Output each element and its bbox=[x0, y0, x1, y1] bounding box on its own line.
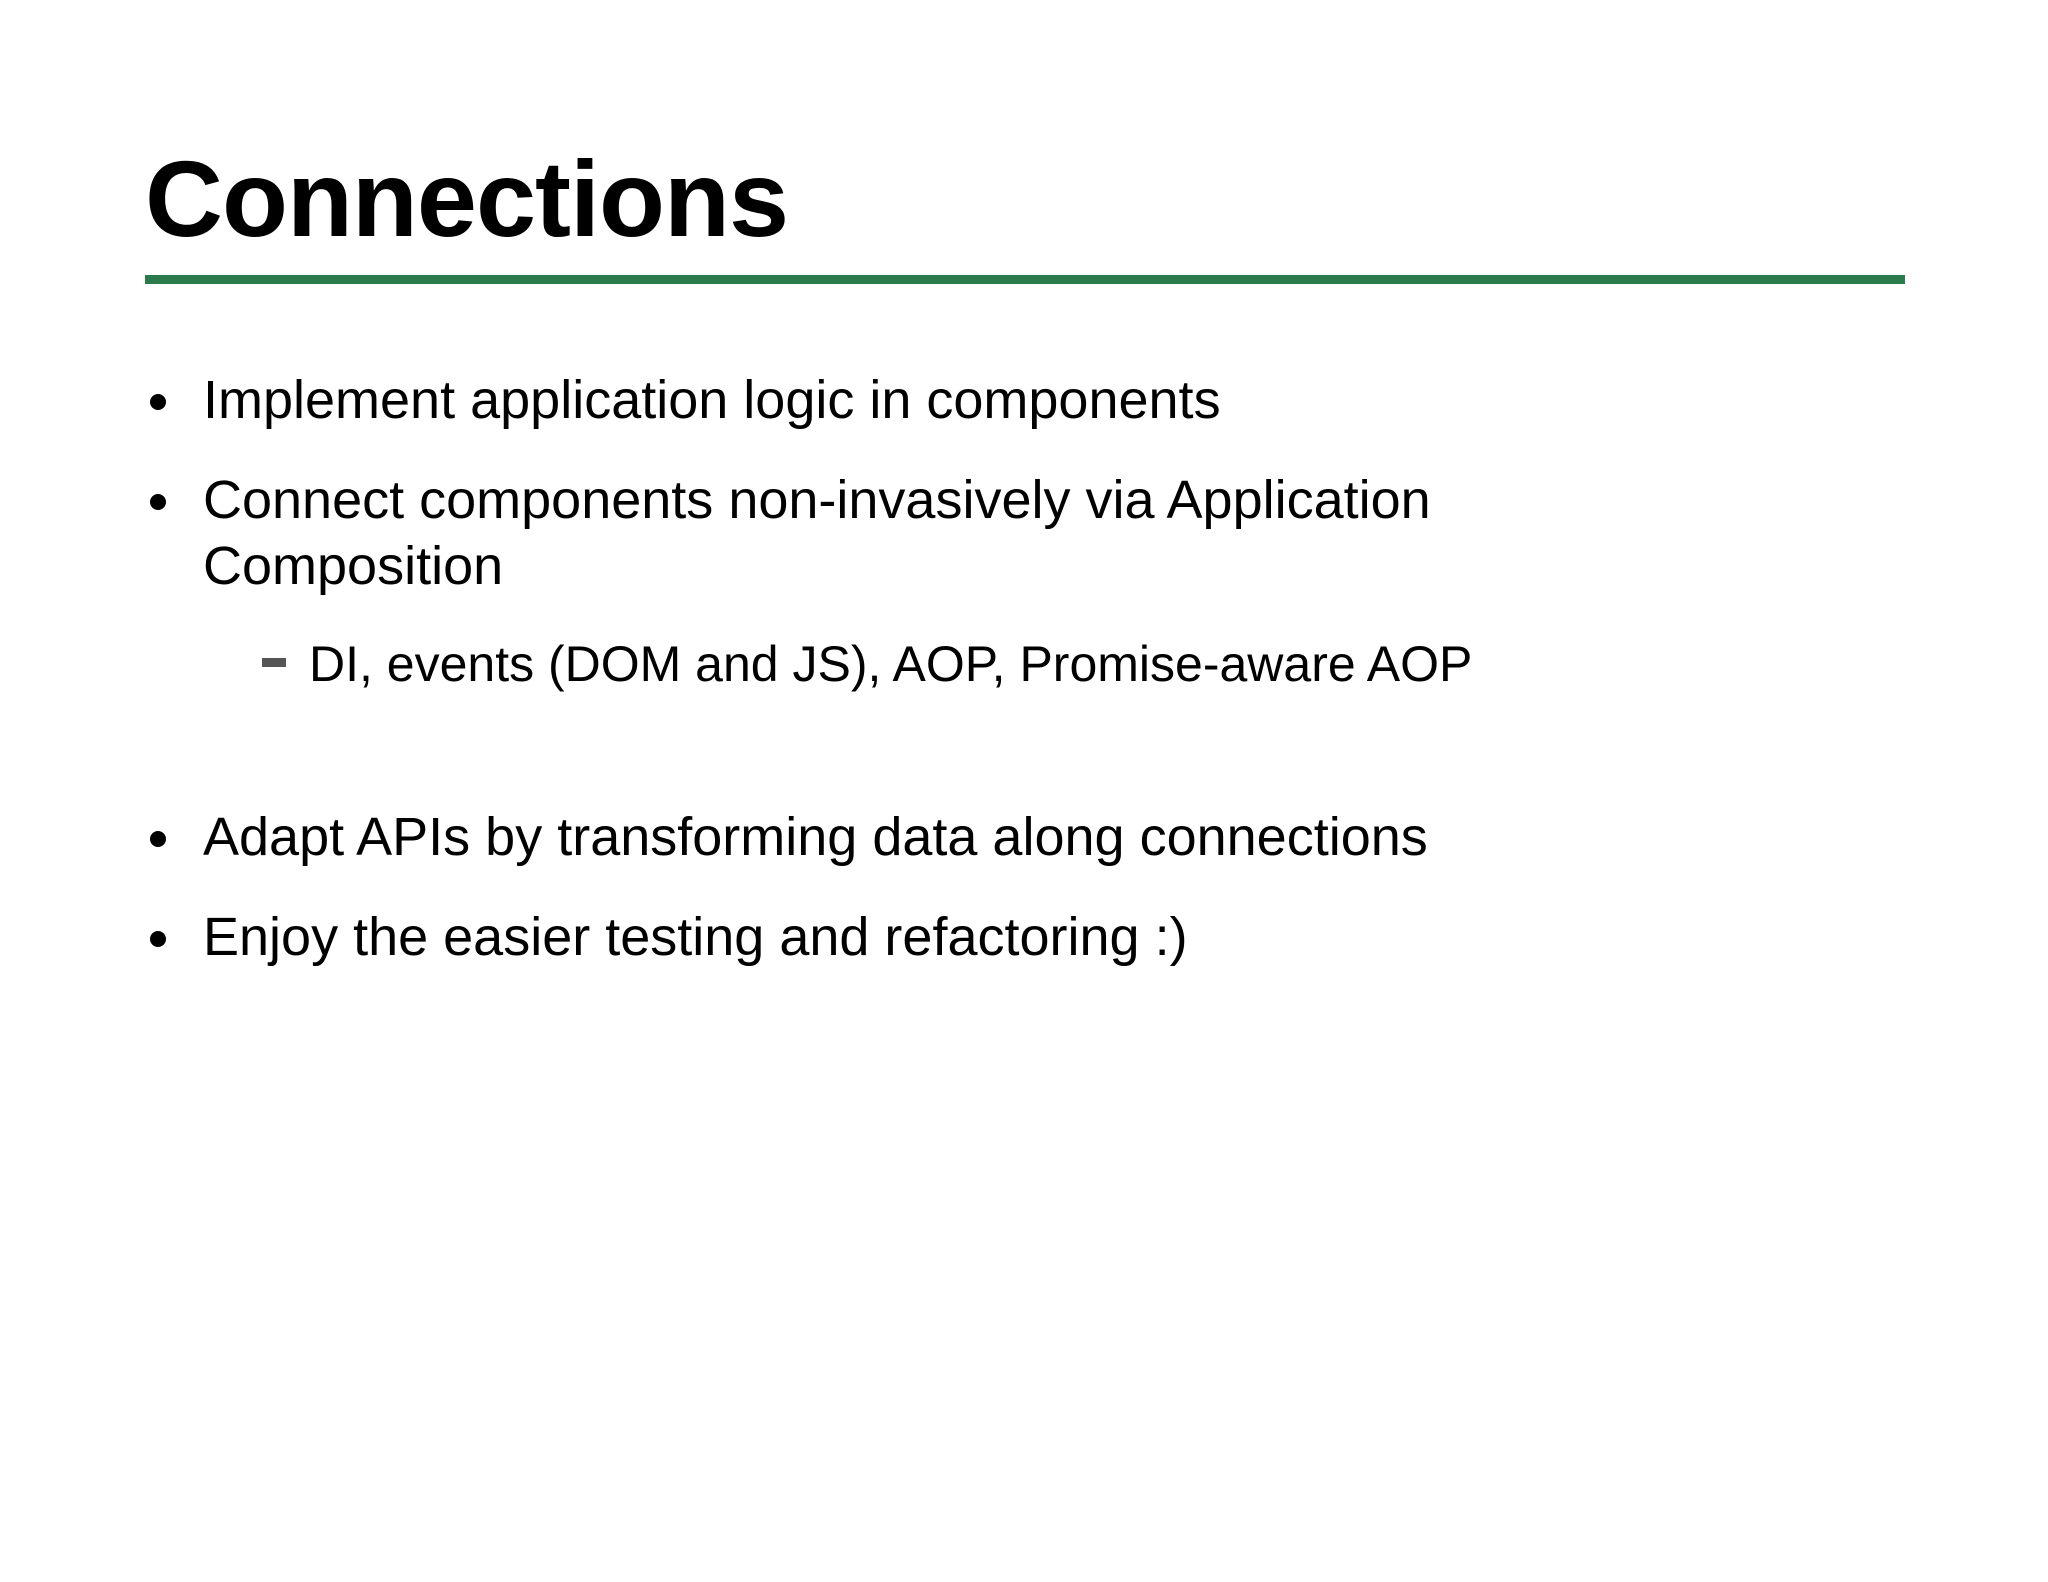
list-item: Adapt APIs by transforming data along co… bbox=[145, 805, 1945, 871]
sub-list-item-label: DI, events (DOM and JS), AOP, Promise-aw… bbox=[309, 635, 1473, 692]
sub-list-item: DI, events (DOM and JS), AOP, Promise-aw… bbox=[145, 634, 1945, 695]
list-item-label: Connect components non-invasively via Ap… bbox=[203, 469, 1431, 596]
page-title: Connections bbox=[145, 138, 789, 259]
list-item: Implement application logic in component… bbox=[145, 368, 1945, 434]
list-item: Connect components non-invasively via Ap… bbox=[145, 468, 1945, 600]
dash-bullet-icon bbox=[257, 634, 309, 672]
disc-bullet-icon bbox=[145, 468, 203, 515]
slide-header: Connections bbox=[145, 145, 1905, 284]
list-spacer bbox=[145, 729, 1945, 805]
slide-body: Implement application logic in component… bbox=[145, 368, 1945, 1004]
disc-bullet-icon bbox=[145, 905, 203, 952]
list-item-label: Adapt APIs by transforming data along co… bbox=[203, 806, 1428, 867]
disc-bullet-icon bbox=[145, 805, 203, 852]
disc-bullet-icon bbox=[145, 368, 203, 415]
title-underline-rule bbox=[145, 275, 1905, 284]
list-item: Enjoy the easier testing and refactoring… bbox=[145, 905, 1945, 971]
list-item-label: Implement application logic in component… bbox=[203, 370, 1221, 430]
list-item-label: Enjoy the easier testing and refactoring… bbox=[203, 906, 1188, 967]
